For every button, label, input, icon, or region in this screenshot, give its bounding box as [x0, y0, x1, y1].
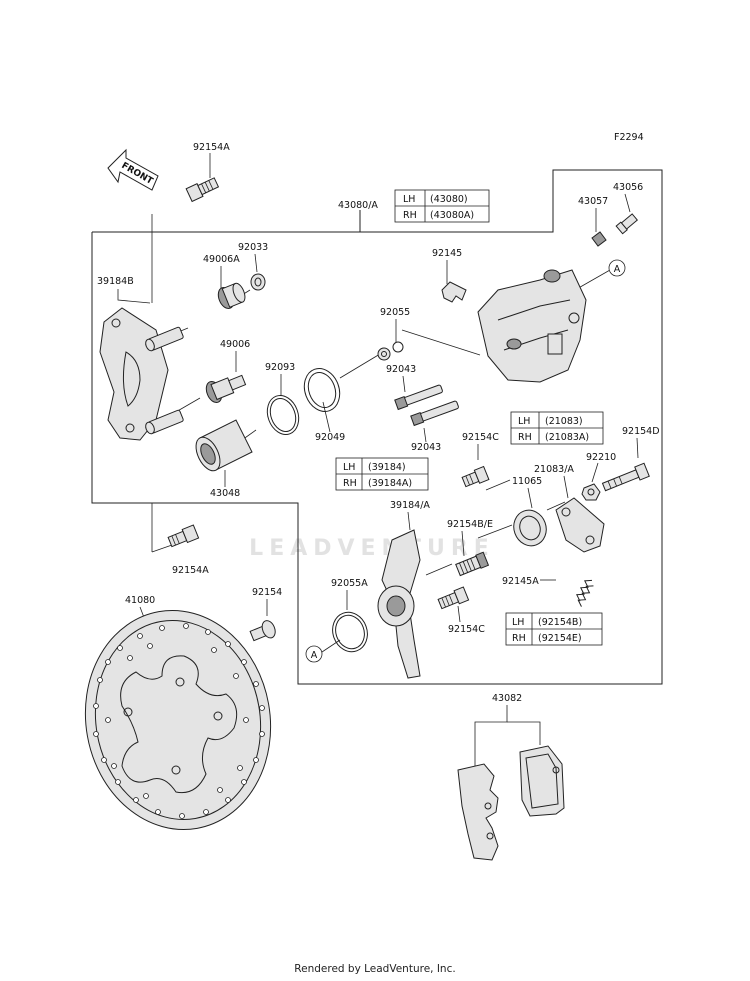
- front-arrow: FRONT: [107, 148, 159, 191]
- bleeder-43056: [615, 213, 639, 235]
- table-92154-lh-value: (92154B): [538, 617, 582, 628]
- label-11065: 11065: [512, 476, 542, 487]
- label-92154c-bot: 92154C: [448, 624, 485, 635]
- lever-21083: [555, 497, 605, 553]
- bolt-92154a-top: [185, 177, 220, 203]
- label-92154a-top: 92154A: [193, 142, 230, 153]
- seal-11065: [513, 509, 547, 547]
- brake-disc-41080: [84, 609, 272, 831]
- nut-92210: [581, 483, 601, 501]
- oring-92055a: [332, 611, 368, 653]
- bolt-92154a-bot: [167, 524, 200, 548]
- bolt-92154c-bot: [437, 586, 470, 610]
- label-92154be: 92154B/E: [447, 519, 493, 530]
- callout-labels: 92154A 43080/A 43056 43057 39184B 49006A…: [97, 142, 660, 704]
- table-39184-lh: LH: [343, 462, 355, 473]
- label-92154: 92154: [252, 587, 282, 598]
- bolt-92154c-top: [461, 465, 490, 488]
- table-21083-lh: LH: [518, 416, 530, 427]
- boot-49006a: [217, 282, 246, 310]
- seal-92049: [303, 368, 341, 412]
- table-21083-rh-value: (21083A): [545, 432, 589, 443]
- table-43080-lh-value: (43080): [430, 194, 468, 205]
- ref-marker-a-1: A: [608, 259, 626, 277]
- bolt-92154be: [455, 551, 490, 577]
- label-92055a: 92055A: [331, 578, 368, 589]
- table-43080-rh: RH: [403, 210, 417, 221]
- label-92145a: 92145A: [502, 576, 539, 587]
- table-43080: LH (43080) RH (43080A): [394, 189, 490, 223]
- table-92154-rh: RH: [512, 633, 526, 644]
- pin-92043-a: [394, 384, 443, 411]
- table-43080-lh: LH: [403, 194, 415, 205]
- holder-39184a: [377, 529, 421, 679]
- label-92093: 92093: [265, 362, 295, 373]
- pin-lower: [145, 409, 184, 435]
- table-92154-lh: LH: [512, 617, 524, 628]
- pin-92043-b: [410, 400, 459, 427]
- label-92043-a: 92043: [386, 364, 416, 375]
- table-43080-rh-value: (43080A): [430, 210, 474, 221]
- label-92145: 92145: [432, 248, 462, 259]
- ref-marker-a-2-label: A: [311, 650, 318, 661]
- watermark: LEADVENTURE: [249, 536, 495, 561]
- label-92154a-bot: 92154A: [172, 565, 209, 576]
- seal-92093: [266, 395, 300, 435]
- label-41080: 41080: [125, 595, 155, 606]
- table-92154: LH (92154B) RH (92154E): [505, 612, 603, 646]
- label-43082: 43082: [492, 693, 522, 704]
- label-43048: 43048: [210, 488, 240, 499]
- label-92154d: 92154D: [622, 426, 660, 437]
- label-39184a: 39184/A: [390, 500, 430, 511]
- ref-marker-a-1-label: A: [614, 264, 621, 275]
- label-92154c-top: 92154C: [462, 432, 499, 443]
- ring-92033: [250, 273, 266, 291]
- label-92049: 92049: [315, 432, 345, 443]
- clip-92145: [441, 281, 467, 303]
- caliper-43080: [477, 269, 587, 383]
- label-49006a: 49006A: [203, 254, 240, 265]
- washer-92055: [377, 341, 404, 361]
- label-43080a: 43080/A: [338, 200, 378, 211]
- label-92043-b: 92043: [411, 442, 441, 453]
- pin-upper: [145, 326, 184, 352]
- bolt-92154: [249, 620, 276, 642]
- label-49006: 49006: [220, 339, 250, 350]
- table-92154-rh-value: (92154E): [538, 633, 582, 644]
- label-39184b: 39184B: [97, 276, 134, 287]
- table-39184-rh: RH: [343, 478, 357, 489]
- figure-code: F2294: [614, 132, 644, 143]
- label-43057: 43057: [578, 196, 608, 207]
- label-21083a: 21083/A: [534, 464, 574, 475]
- assembly-frame: [91, 169, 663, 685]
- spring-92145a: [576, 579, 594, 607]
- brake-pad-right: [519, 745, 565, 817]
- brake-pad-left: [457, 763, 499, 861]
- table-39184: LH (39184) RH (39184A): [335, 457, 429, 491]
- bleeder-cap-43057: [591, 231, 607, 247]
- footer-credit: Rendered by LeadVenture, Inc.: [294, 963, 456, 975]
- ref-marker-a-2: A: [305, 645, 323, 663]
- table-39184-lh-value: (39184): [368, 462, 406, 473]
- table-21083-rh: RH: [518, 432, 532, 443]
- label-92055: 92055: [380, 307, 410, 318]
- disc-holes: [93, 623, 265, 819]
- label-92033: 92033: [238, 242, 268, 253]
- piston-43048: [195, 419, 253, 472]
- bolt-92154d: [601, 462, 650, 492]
- table-39184-rh-value: (39184A): [368, 478, 412, 489]
- label-92210: 92210: [586, 452, 616, 463]
- table-21083-lh-value: (21083): [545, 416, 583, 427]
- label-43056: 43056: [613, 182, 643, 193]
- table-21083: LH (21083) RH (21083A): [510, 411, 604, 445]
- boot-49006: [205, 374, 247, 404]
